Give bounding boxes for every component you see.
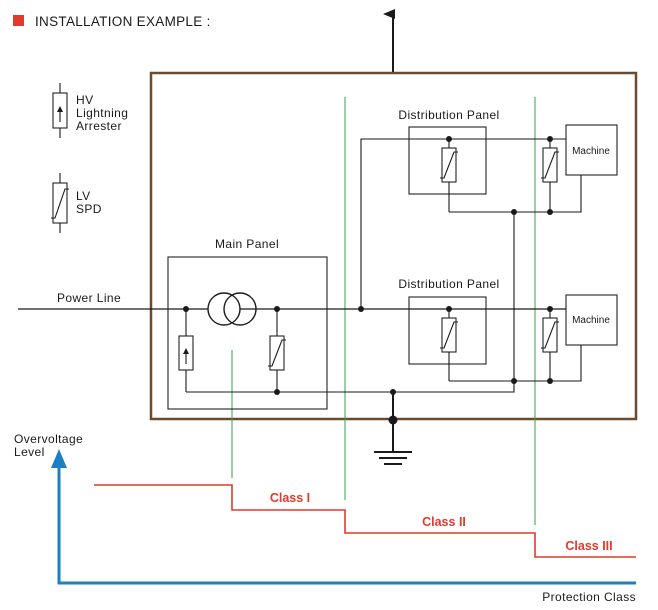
machine-top-label: Machine: [572, 146, 610, 157]
class-2-label: Class II: [422, 515, 466, 529]
lv-label-line2: SPD: [76, 202, 102, 216]
distribution-bottom-spd-icon: [440, 309, 458, 381]
class-3-label: Class III: [565, 539, 612, 553]
lv-spd-legend-icon: [51, 173, 69, 233]
y-axis-label-line1: Overvoltage: [14, 432, 83, 446]
machine-top-spd-icon: [541, 139, 559, 212]
hv-arrester-legend-icon: [52, 83, 68, 138]
distribution-panel-top-label: Distribution Panel: [398, 108, 499, 122]
header-marker: [13, 15, 24, 26]
main-panel-label: Main Panel: [215, 237, 279, 251]
distribution-panel-bottom-label: Distribution Panel: [398, 277, 499, 291]
y-axis-label-line2: Level: [14, 445, 45, 459]
machine-bottom-spd-icon: [541, 309, 559, 381]
header-title: INSTALLATION EXAMPLE :: [35, 14, 211, 29]
overvoltage-step-line: [94, 484, 636, 558]
main-panel-transformer-icon: [207, 292, 257, 326]
ground-icon: [374, 392, 412, 465]
hv-label-line3: Arrester: [76, 119, 122, 133]
power-line-label: Power Line: [57, 291, 121, 305]
hv-label-line1: HV: [76, 93, 93, 107]
graph-axes: [51, 449, 636, 585]
hv-label-line2: Lightning: [76, 106, 128, 120]
distribution-top-spd-icon: [440, 139, 458, 212]
lv-label-line1: LV: [76, 189, 91, 203]
distribution-panel-top-box: [408, 126, 487, 195]
main-panel-box: [167, 256, 328, 410]
x-axis-label: Protection Class: [542, 590, 636, 604]
machine-bottom-box: [565, 294, 618, 346]
machine-top-box: [565, 124, 618, 176]
machine-bottom-label: Machine: [572, 315, 610, 326]
main-panel-lv-spd-icon: [268, 309, 286, 392]
class-1-label: Class I: [270, 491, 310, 505]
distribution-panel-bottom-box: [408, 296, 487, 365]
main-panel-hv-arrester-icon: [178, 309, 194, 392]
